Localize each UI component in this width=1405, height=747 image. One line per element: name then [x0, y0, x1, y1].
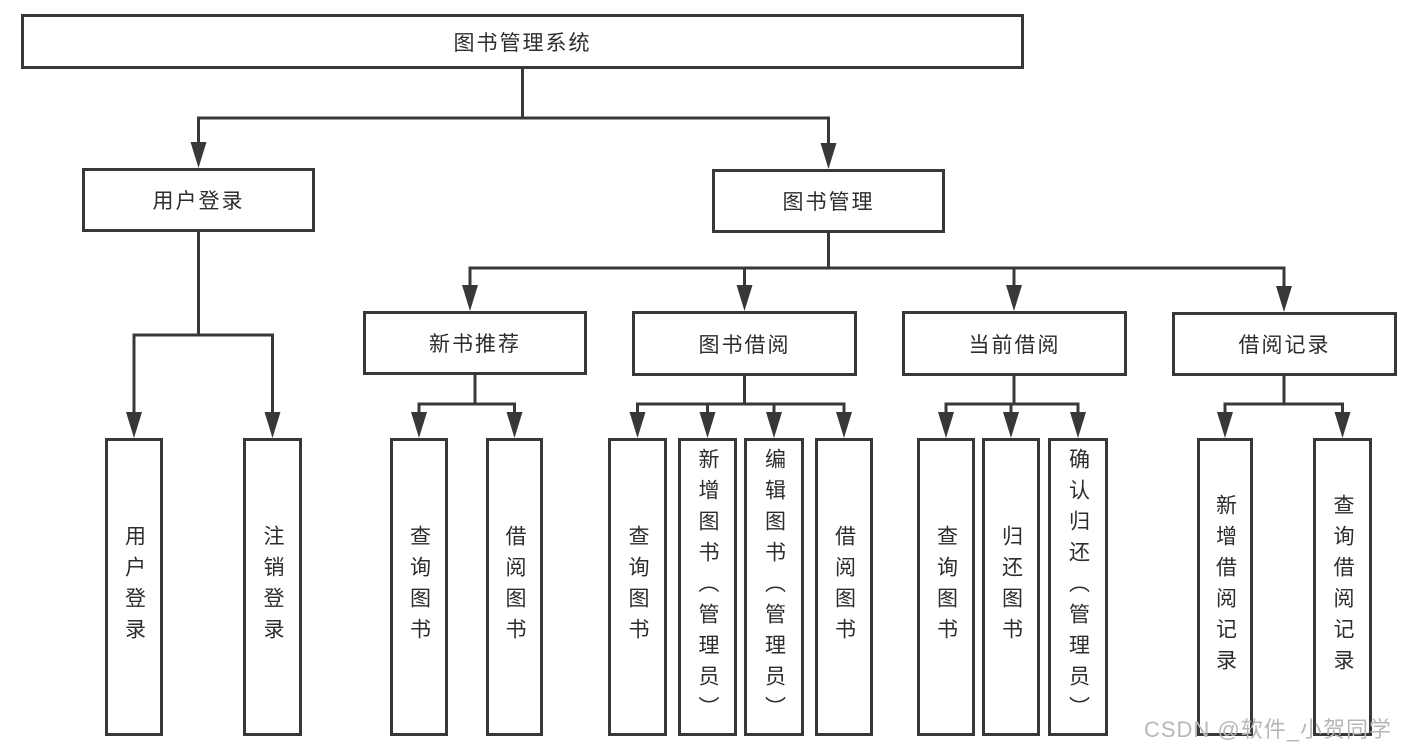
node-leaf-bb-borrow-books: 借阅图书: [815, 438, 873, 736]
node-leaf-nbr-query-books: 查询图书: [390, 438, 448, 736]
node-leaf-cb-confirm-return-admin: 确认归还（管理员）: [1048, 438, 1108, 736]
node-new-book-rec: 新书推荐: [363, 311, 587, 375]
node-leaf-br-add-record: 新增借阅记录: [1197, 438, 1253, 736]
node-leaf-cb-return-books: 归还图书: [982, 438, 1040, 736]
node-leaf-bb-edit-books-admin: 编辑图书（管理员）: [744, 438, 804, 736]
node-leaf-logout: 注销登录: [243, 438, 302, 736]
node-leaf-br-query-record: 查询借阅记录: [1313, 438, 1372, 736]
node-book-mgmt: 图书管理: [712, 169, 945, 233]
node-user-login: 用户登录: [82, 168, 315, 232]
node-current-borrow: 当前借阅: [902, 311, 1127, 376]
node-leaf-bb-query-books: 查询图书: [608, 438, 667, 736]
node-borrow-records: 借阅记录: [1172, 312, 1397, 376]
node-leaf-bb-add-books-admin: 新增图书（管理员）: [678, 438, 737, 736]
node-leaf-user-login: 用户登录: [105, 438, 163, 736]
node-root: 图书管理系统: [21, 14, 1024, 69]
watermark: CSDN @软件_小贺同学: [1143, 717, 1392, 742]
node-leaf-nbr-borrow-books: 借阅图书: [486, 438, 543, 736]
node-leaf-cb-query-books: 查询图书: [917, 438, 975, 736]
node-book-borrow: 图书借阅: [632, 311, 857, 376]
arrowheads: [126, 142, 1351, 438]
